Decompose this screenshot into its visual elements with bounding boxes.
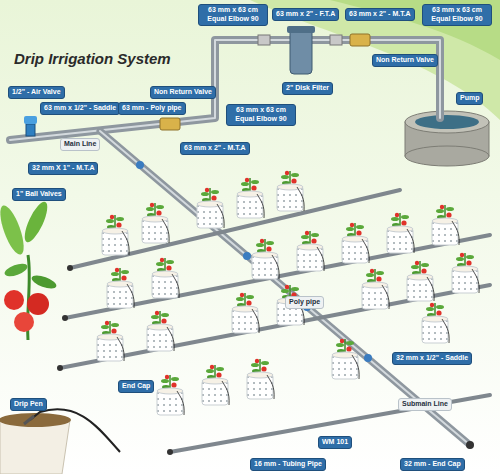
main-pipe <box>10 40 440 140</box>
pot <box>0 420 70 474</box>
leaf <box>30 273 58 291</box>
leaf <box>3 261 29 279</box>
lateral-pipe <box>70 190 400 268</box>
planters <box>97 171 479 415</box>
part-label: Poly pipe <box>285 296 324 309</box>
tomato <box>27 293 49 315</box>
part-label: Pump <box>456 92 483 105</box>
part-label: 1/2" - Air Valve <box>8 86 65 99</box>
well-base <box>405 146 489 166</box>
leaf <box>0 203 28 257</box>
part-label: 1" Ball Valves <box>12 188 66 201</box>
part-label: 63 mm - Poly pipe <box>118 102 186 115</box>
part-label: 63 mm x 2" - M.T.A <box>180 142 250 155</box>
ball-valve <box>243 252 251 260</box>
mta-fitting <box>330 35 342 45</box>
hill <box>330 0 500 60</box>
pipes <box>10 40 490 452</box>
pipe-highlight <box>10 40 440 140</box>
non-return-valve <box>350 34 370 46</box>
part-label: 63 mm x 63 cm Equal Elbow 90 <box>422 4 492 26</box>
end-cap <box>62 315 68 321</box>
part-label: End Cap <box>118 380 154 393</box>
ball-valve <box>364 354 372 362</box>
part-label: 32 mm x 1/2" - Saddle <box>392 352 472 365</box>
drip-pot <box>0 409 120 474</box>
part-label: Submain Line <box>398 398 452 411</box>
part-label: 2" Disk Filter <box>282 82 333 95</box>
drip-pen <box>24 416 34 424</box>
well-rim <box>405 111 489 133</box>
leaves <box>0 199 52 257</box>
part-label: Drip Pen <box>10 398 47 411</box>
air-valve <box>26 124 35 136</box>
part-label: 63 mm x 63 cm Equal Elbow 90 <box>226 104 296 126</box>
part-label: 63 mm x 63 cm Equal Elbow 90 <box>198 4 268 26</box>
hill <box>250 0 500 120</box>
end-cap <box>57 365 63 371</box>
tomato-plant <box>3 255 58 340</box>
part-label: 63 mm x 2" - M.T.A <box>345 8 415 21</box>
submain-pipe <box>100 131 470 445</box>
part-label: 16 mm - Tubing Pipe <box>250 458 326 471</box>
non-return-valve <box>160 118 180 130</box>
part-label: 32 mm X 1" - M.T.A <box>28 162 98 175</box>
end-cap <box>466 441 474 449</box>
well <box>405 111 489 166</box>
diagram-title: Drip Irrigation System <box>14 50 171 67</box>
ball-valve <box>136 161 144 169</box>
part-label: 63 mm x 1/2" - Saddle <box>40 102 120 115</box>
part-label: Main Line <box>60 138 100 151</box>
end-cap <box>67 265 73 271</box>
filter-cap <box>287 26 315 33</box>
part-label: WM 101 <box>318 436 352 449</box>
end-cap <box>167 449 173 455</box>
part-label: Non Return Valve <box>372 54 438 67</box>
part-label: 63 mm x 2" - F.T.A <box>272 8 339 21</box>
drip-tube <box>30 409 120 452</box>
tomato <box>14 312 34 332</box>
leaf <box>20 199 51 245</box>
pipe-highlight <box>100 131 470 445</box>
fittings <box>24 26 474 455</box>
fta-fitting <box>258 35 270 45</box>
part-label: 32 mm - End Cap <box>400 458 465 471</box>
tomato <box>4 290 24 310</box>
air-valve-cap <box>24 116 37 124</box>
disk-filter <box>290 28 312 74</box>
part-label: Non Return Valve <box>150 86 216 99</box>
well-water <box>415 115 479 129</box>
